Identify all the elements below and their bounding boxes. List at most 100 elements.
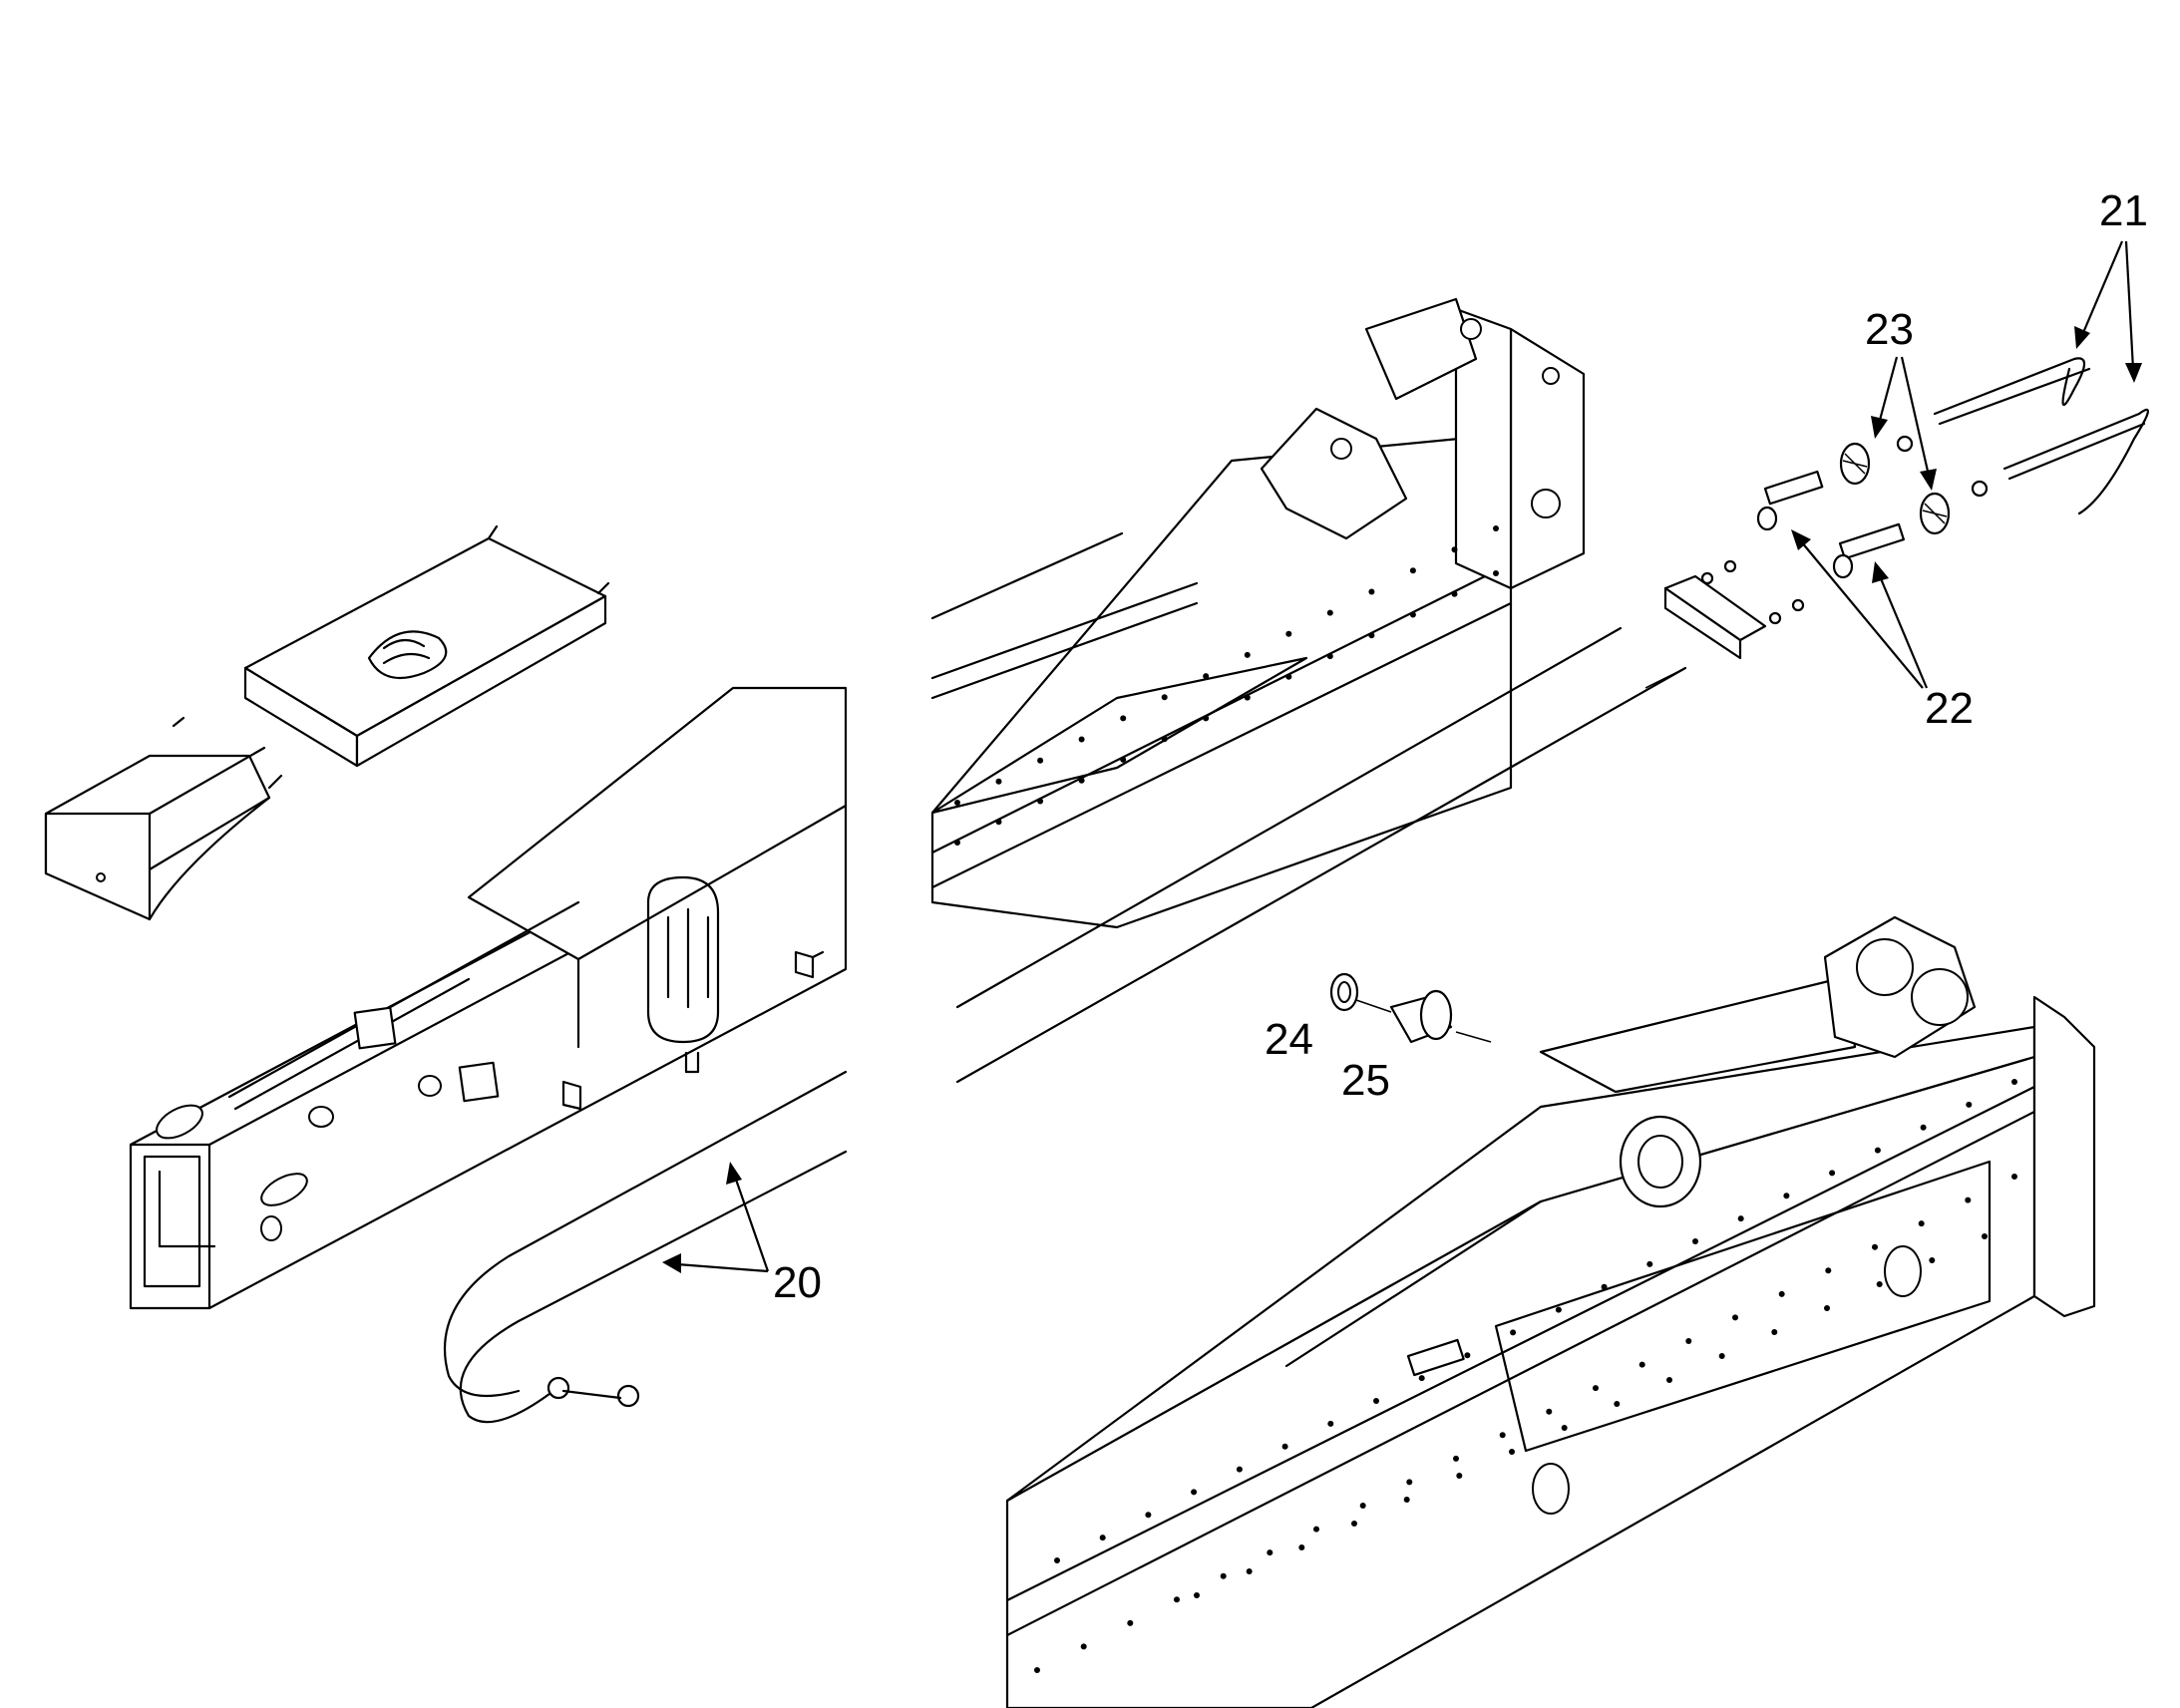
bolt-hole	[1493, 570, 1499, 576]
upper-boom-section	[930, 297, 1586, 929]
bolt-hole	[1244, 694, 1251, 701]
bolt-hole	[1718, 1353, 1725, 1359]
bolt-hole	[1359, 1503, 1366, 1509]
bolt-hole	[1161, 694, 1168, 701]
bolt-hole	[1965, 1196, 1972, 1203]
bolt-hole	[1451, 546, 1458, 553]
bolt-hole	[1351, 1521, 1357, 1527]
bolt-hole	[1326, 609, 1333, 616]
bolt-hole	[1778, 1290, 1785, 1297]
bolt-hole	[1313, 1526, 1319, 1533]
bolt-hole	[1601, 1283, 1608, 1290]
bolt-hole	[1120, 756, 1127, 763]
bolt-hole	[1453, 1455, 1459, 1462]
bolt-hole	[1509, 1449, 1515, 1455]
cable-item-20	[443, 1070, 848, 1424]
bolt-hole	[1203, 673, 1210, 680]
bolt-hole	[1236, 1466, 1243, 1473]
bolt-hole	[954, 840, 960, 846]
bolt-hole	[1409, 611, 1416, 618]
bolt-hole	[1614, 1401, 1621, 1407]
cover-box	[44, 716, 283, 921]
bolt-hole	[1285, 630, 1292, 637]
bolt-hole	[1409, 567, 1416, 574]
bolt-hole	[1037, 757, 1044, 764]
bolt-hole	[1244, 651, 1251, 658]
bolt-hole	[1267, 1549, 1273, 1556]
callout-label-22: 22	[1925, 684, 1974, 733]
bolt-hole	[1161, 736, 1168, 743]
callout-24: 24	[1265, 1015, 1313, 1064]
bolt-hole	[1078, 777, 1085, 784]
callout-label-21: 21	[2099, 186, 2148, 235]
bolt-hole	[1145, 1512, 1152, 1519]
bolt-hole	[1127, 1619, 1134, 1626]
retaining-pins-item-21	[1933, 357, 2149, 515]
bolt-hole	[1824, 1305, 1830, 1311]
base-boom-section	[1005, 915, 2096, 1708]
bolt-holes	[954, 525, 2017, 1673]
bolt-hole	[1326, 653, 1333, 660]
left-boom-section	[129, 686, 848, 1310]
washer-item-24	[1329, 972, 1359, 1012]
bolt-hole	[1829, 1170, 1836, 1177]
bolt-hole	[1593, 1385, 1599, 1392]
bolt-hole	[1120, 715, 1127, 722]
callout-label-25: 25	[1341, 1056, 1390, 1105]
bolt-hole	[1510, 1329, 1517, 1336]
bolt-hole	[1982, 1233, 1988, 1239]
bolt-hole	[1666, 1377, 1672, 1383]
bushing-item-25	[1355, 989, 1492, 1044]
bolt-hole	[1732, 1314, 1738, 1321]
bolt-hole	[1638, 1361, 1645, 1368]
bolt-hole	[1078, 736, 1085, 743]
top-cover-plate	[243, 524, 610, 768]
bolt-hole	[1561, 1425, 1568, 1431]
pins-item-22	[1663, 470, 1906, 660]
bolt-hole	[1555, 1306, 1562, 1313]
bolt-hole	[1966, 1101, 1973, 1108]
bolt-hole	[2011, 1174, 2017, 1180]
bolt-hole	[1418, 1375, 1425, 1382]
bolt-hole	[1493, 525, 1499, 531]
bolt-hole	[1737, 1215, 1744, 1222]
callout-label-24: 24	[1265, 1015, 1313, 1064]
bolt-hole	[1327, 1420, 1334, 1427]
bolt-hole	[1456, 1473, 1463, 1479]
callout-22: 22	[1791, 529, 1974, 733]
callout-21: 21	[2074, 186, 2148, 383]
bolt-hole	[1037, 798, 1044, 805]
bolt-hole	[1203, 715, 1210, 722]
springs-item-23	[1839, 435, 1989, 535]
long-rods	[955, 626, 1687, 1084]
bolt-hole	[1783, 1193, 1790, 1199]
bolt-hole	[1872, 1243, 1878, 1250]
bolt-hole	[995, 778, 1002, 785]
callout-25: 25	[1341, 1056, 1390, 1105]
bolt-hole	[1874, 1147, 1881, 1154]
bolt-hole	[1246, 1568, 1253, 1574]
bolt-hole	[1451, 590, 1458, 597]
bolt-hole	[1499, 1432, 1506, 1439]
bolt-hole	[2011, 1079, 2017, 1085]
bolt-hole	[1403, 1497, 1410, 1503]
callout-20: 20	[662, 1162, 822, 1307]
bolt-hole	[1692, 1238, 1698, 1244]
bolt-hole	[1174, 1596, 1180, 1603]
bolt-hole	[995, 819, 1002, 826]
bolt-hole	[1034, 1667, 1040, 1673]
bolt-hole	[1281, 1443, 1288, 1450]
bolt-hole	[1054, 1557, 1060, 1563]
bolt-hole	[1929, 1257, 1936, 1263]
bolt-hole	[1285, 673, 1292, 680]
bolt-hole	[1464, 1352, 1471, 1359]
bolt-hole	[1368, 588, 1375, 595]
callout-label-20: 20	[773, 1258, 822, 1307]
callout-label-23: 23	[1865, 305, 1914, 354]
bolt-hole	[1080, 1643, 1087, 1650]
bolt-hole	[1368, 632, 1375, 639]
bolt-hole	[1298, 1544, 1305, 1550]
bolt-hole	[1646, 1260, 1653, 1267]
bolt-hole	[1194, 1592, 1200, 1598]
